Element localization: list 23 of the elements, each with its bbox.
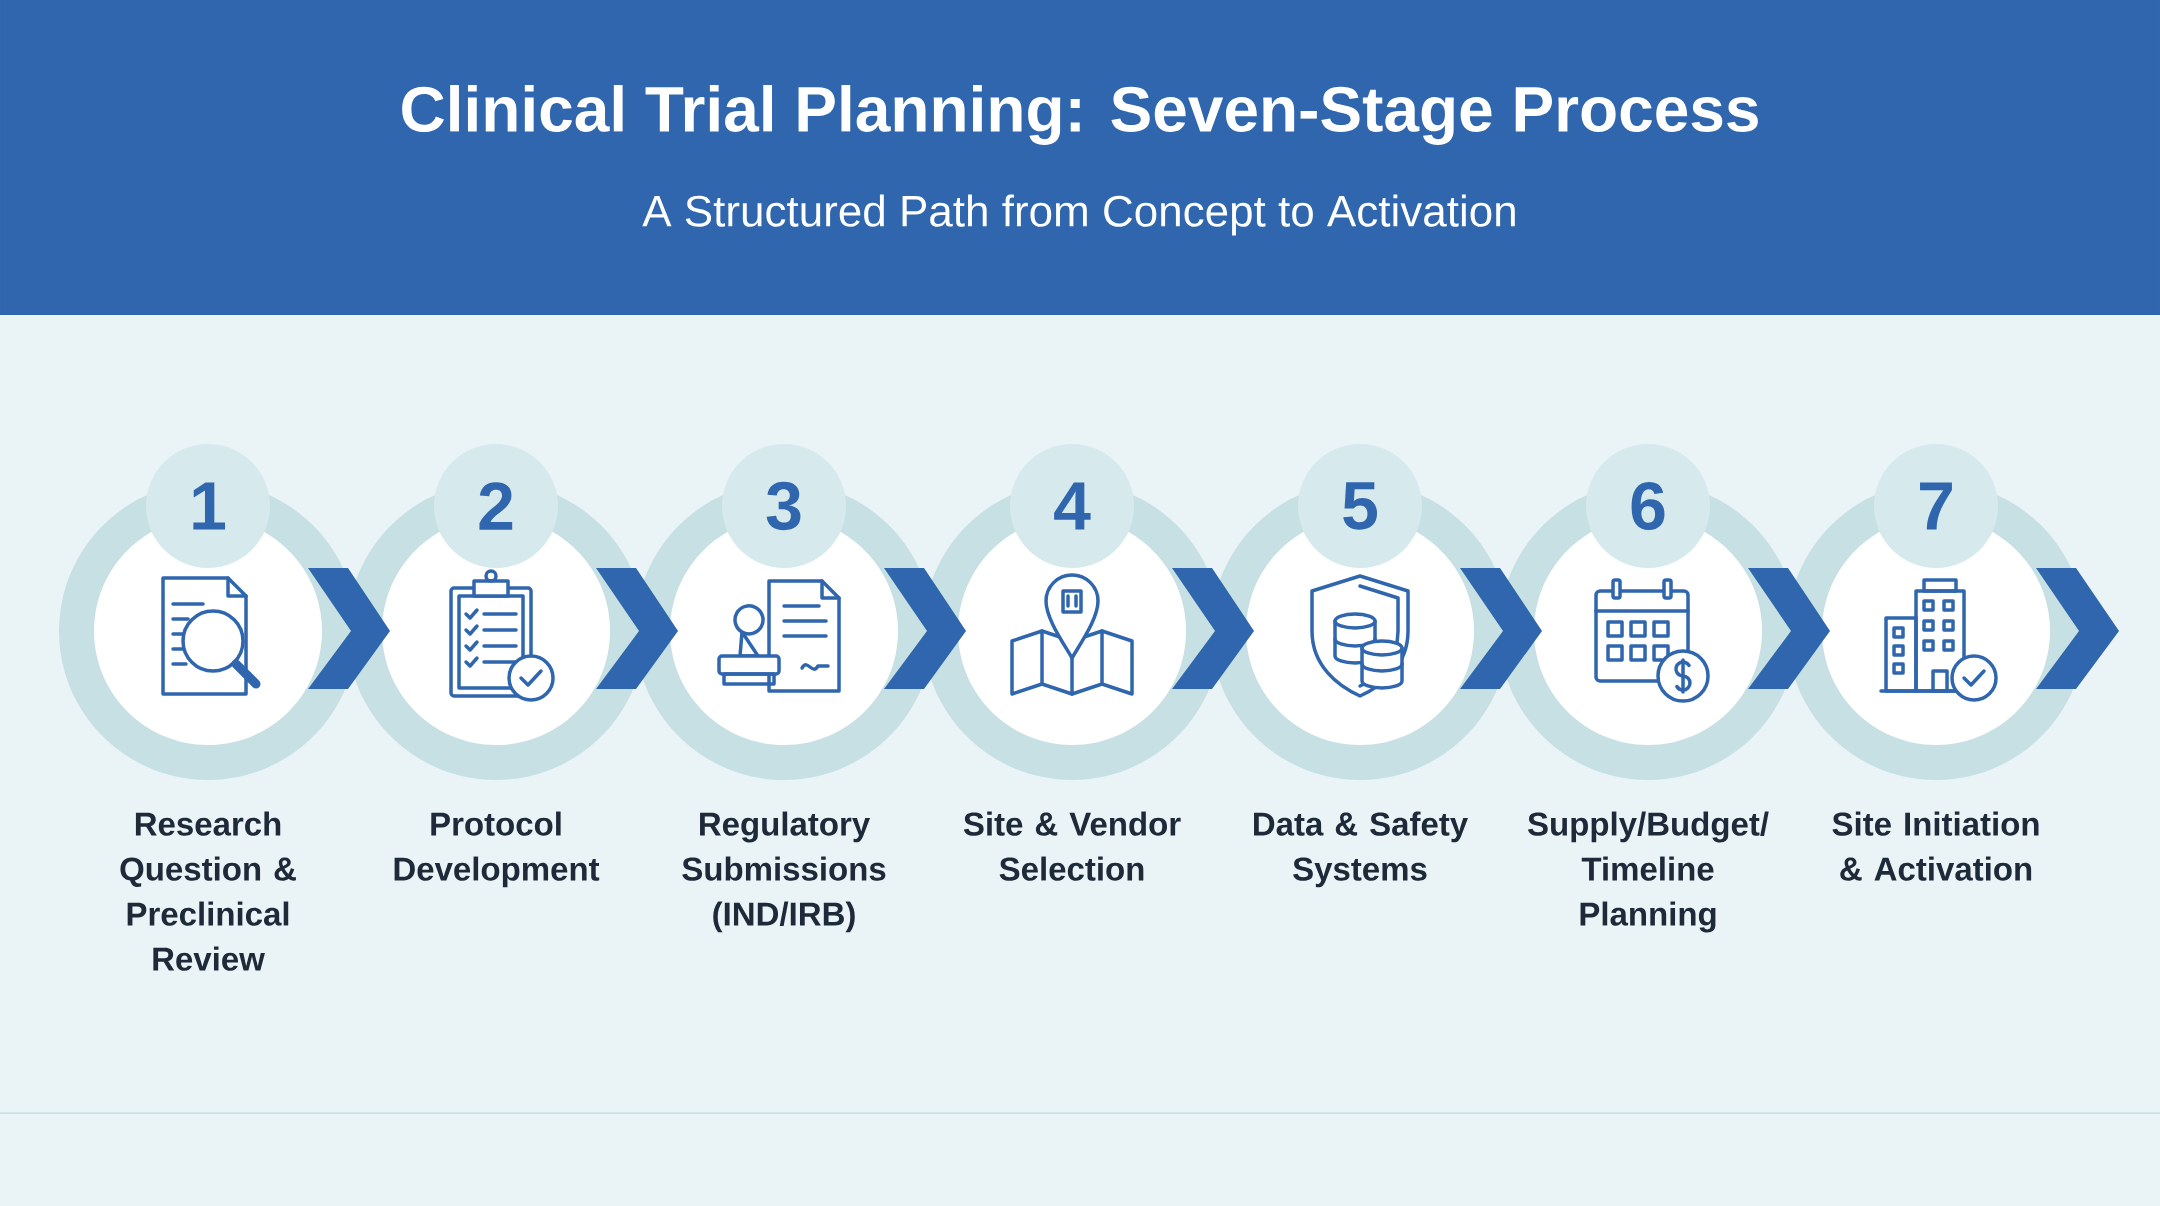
number-badge: 7 (1874, 444, 1998, 568)
chevron-arrow (1172, 568, 1254, 689)
number-badge: 4 (1010, 444, 1134, 568)
step-label: Site Initiation & Activation (1832, 811, 2039, 881)
number-badge: 6 (1586, 444, 1710, 568)
step-label: Research Question & Preclinical Review (120, 811, 296, 971)
chevron-arrow (1748, 568, 1830, 689)
step-label: Protocol Development (394, 811, 600, 888)
number-badge: 3 (722, 444, 846, 568)
chevron-arrow (884, 568, 966, 689)
title: Clinical Trial Planning: Seven-Stage Process (402, 85, 1758, 145)
chevron-arrow (596, 568, 678, 689)
step-label: Regulatory Submissions (IND/IRB) (682, 811, 886, 933)
number-badge: 2 (434, 444, 558, 568)
chevron-arrow (2036, 568, 2119, 689)
step-label: Site & Vendor Selection (963, 811, 1181, 881)
chevron-arrow (1460, 568, 1542, 689)
subtitle: A Structured Path from Concept to Activation (642, 194, 1515, 236)
number-badge: 1 (146, 444, 270, 568)
step-label: Data & Safety Systems (1254, 811, 1468, 888)
chevron-arrow (308, 568, 390, 689)
number-badge: 5 (1298, 444, 1422, 568)
step-label: Supply/Budget/ Timeline Planning (1528, 811, 1769, 933)
